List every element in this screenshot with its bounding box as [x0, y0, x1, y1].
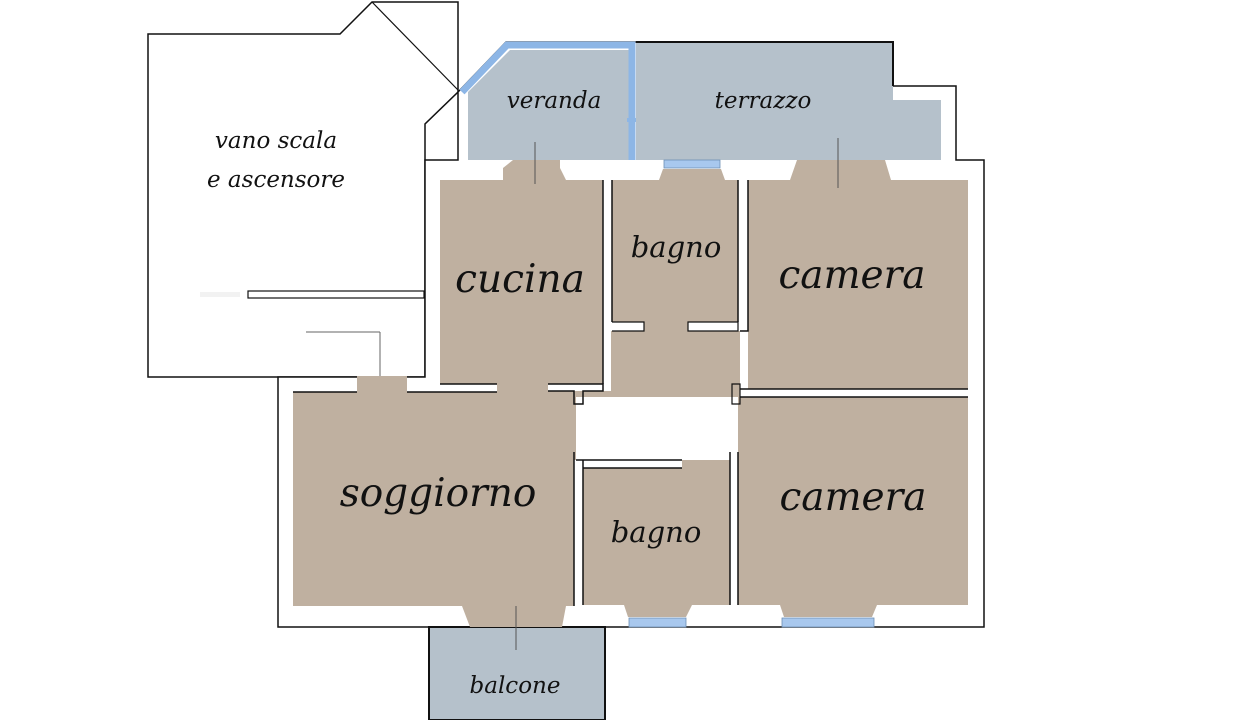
- wall-soggiorno-bagno: [573, 452, 682, 606]
- wall-cucina-bagno: [602, 180, 613, 384]
- terrazzo-label: terrazzo: [715, 88, 812, 114]
- window-camera-bottom: [781, 617, 875, 628]
- stair-diagonal-line: [371, 1, 459, 91]
- bagno-bottom-label: bagno: [611, 515, 702, 549]
- window-bagno-top: [663, 159, 721, 169]
- camera-top-label: camera: [778, 253, 925, 298]
- wall-cucina-bottom: [440, 383, 604, 405]
- camera-bottom-area: [738, 397, 968, 617]
- veranda-glazing: [459, 41, 636, 160]
- veranda-glazing-mullion: [627, 118, 637, 122]
- wall-bagno-camera: [737, 180, 749, 332]
- stair-threshold-strip: [247, 290, 425, 299]
- cucina-label: cucina: [455, 257, 585, 302]
- cucina-area: [440, 160, 603, 391]
- stair-label-line2: e ascensore: [207, 167, 345, 193]
- terrazzo-area: [636, 42, 941, 160]
- wall-corridor-stub: [612, 321, 739, 332]
- camera-bottom-label: camera: [779, 475, 926, 520]
- stair-label-line1: vano scala: [215, 128, 337, 154]
- bagno-top-label: bagno: [631, 230, 722, 264]
- window-bagno-bottom: [628, 617, 687, 628]
- wall-camera-camera: [740, 388, 968, 398]
- wall-bagno-camera-bottom: [729, 452, 739, 605]
- stair-threshold-mark: [200, 292, 240, 297]
- soggiorno-label: soggiorno: [340, 471, 537, 516]
- camera-top-area: [748, 160, 968, 389]
- bagno-top-area: [612, 169, 738, 334]
- veranda-label: veranda: [507, 88, 602, 114]
- wall-corridor-stub-right: [731, 383, 741, 405]
- terrazzo-border: [636, 41, 894, 86]
- balcone-label: balcone: [470, 673, 561, 699]
- veranda-area: [468, 50, 629, 160]
- soggiorno-area: [293, 376, 576, 627]
- bagno-bottom-area: [583, 460, 730, 617]
